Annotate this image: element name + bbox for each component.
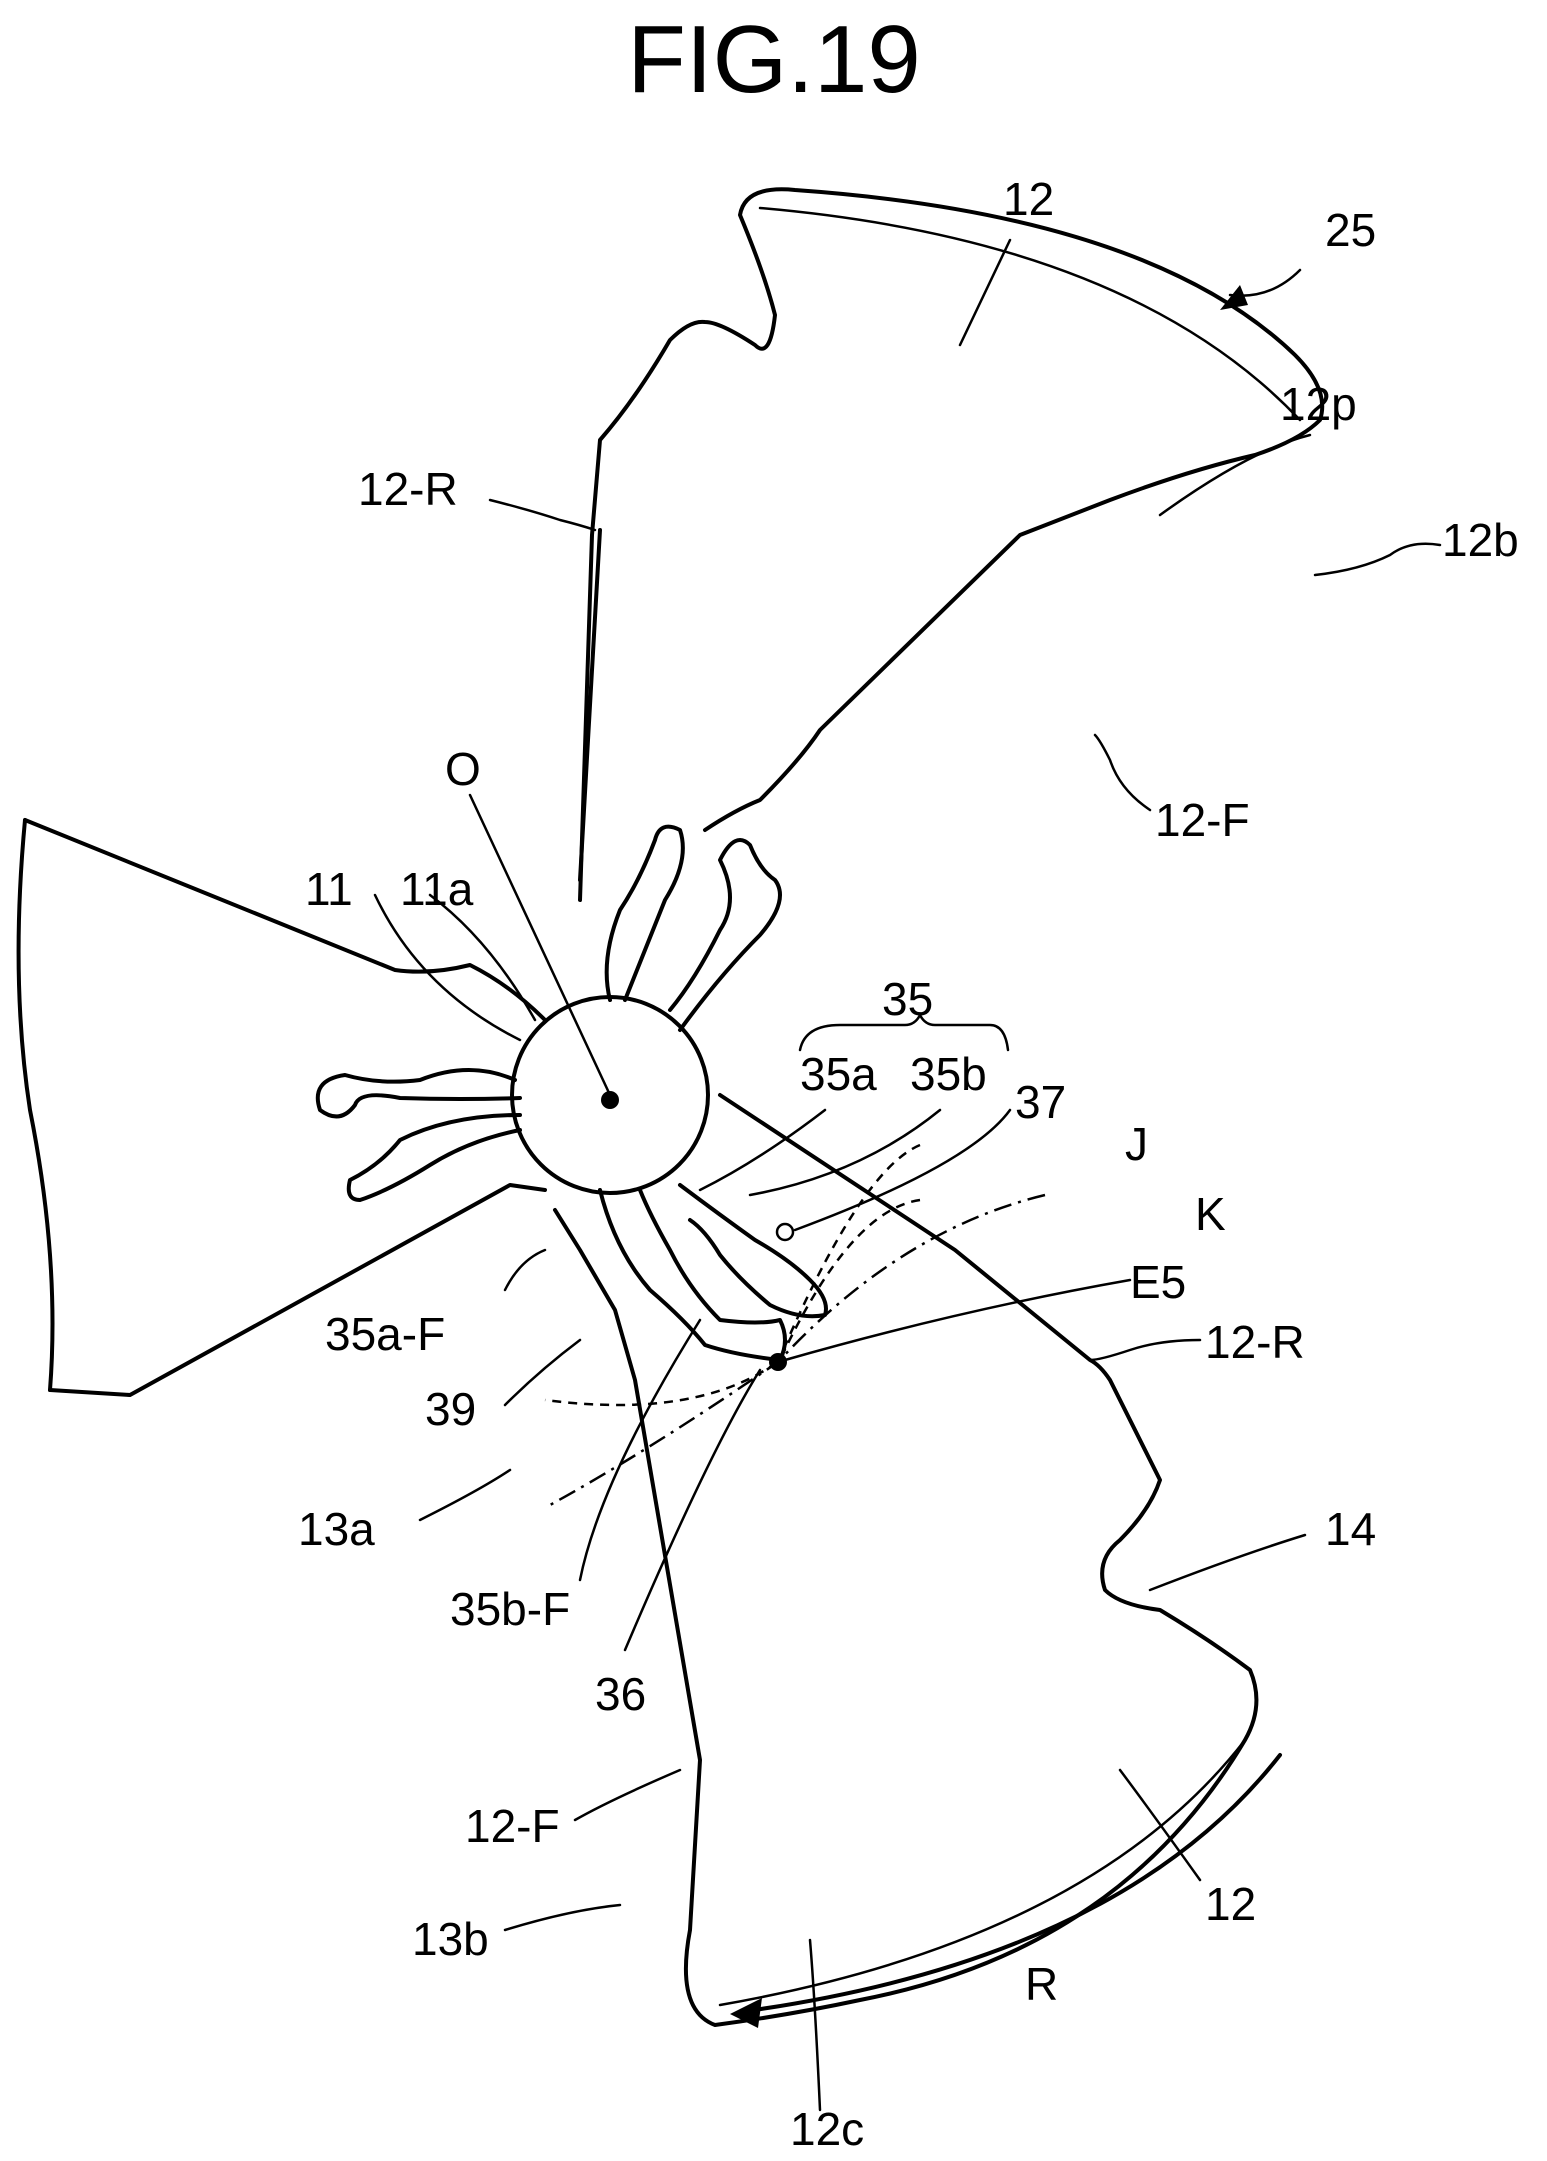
rotation-arrow-arc — [740, 1755, 1280, 2012]
label-12R-right: 12-R — [1205, 1316, 1305, 1368]
leader-13b — [505, 1905, 620, 1930]
label-11a: 11a — [400, 863, 474, 915]
blade-upper-right-edge — [760, 208, 1300, 420]
reference-labels: 25 12 12p 12b 12-R 12-F O 11 11a 35 35a … — [298, 173, 1519, 2155]
leader-14 — [1150, 1535, 1305, 1590]
label-36: 36 — [595, 1668, 646, 1720]
label-12F-bottom: 12-F — [465, 1800, 560, 1852]
leader-12b — [1315, 544, 1440, 575]
label-35a: 35a — [800, 1048, 877, 1100]
leader-35aF — [505, 1250, 545, 1290]
figure-title: FIG.19 — [627, 6, 920, 113]
leader-12-bottom — [1120, 1770, 1200, 1880]
hole-37 — [777, 1224, 793, 1240]
curve-j — [545, 1200, 920, 1405]
blade-left-outline — [25, 820, 545, 1020]
leader-35bF — [580, 1320, 700, 1580]
label-12R-top: 12-R — [358, 463, 458, 515]
label-O: O — [445, 743, 481, 795]
label-39: 39 — [425, 1383, 476, 1435]
label-25: 25 — [1325, 204, 1376, 256]
rib-35b — [680, 1185, 826, 1316]
leader-12c — [810, 1940, 820, 2110]
leader-13a — [420, 1470, 510, 1520]
label-12c: 12c — [790, 2103, 864, 2155]
leader-12R-top — [490, 500, 595, 530]
label-11: 11 — [305, 863, 353, 915]
label-K: K — [1195, 1188, 1226, 1240]
leader-37 — [795, 1110, 1010, 1230]
label-12p: 12p — [1280, 378, 1357, 430]
label-J: J — [1125, 1118, 1148, 1170]
label-35b: 35b — [910, 1048, 987, 1100]
label-14: 14 — [1325, 1503, 1376, 1555]
label-35aF: 35a-F — [325, 1308, 445, 1360]
label-12-top: 12 — [1003, 173, 1054, 225]
label-13a: 13a — [298, 1503, 375, 1555]
label-35: 35 — [882, 973, 933, 1025]
leader-35b — [750, 1110, 940, 1195]
ribs-left — [318, 1070, 520, 1200]
rib-left-1 — [318, 1070, 520, 1116]
rib-upper-2 — [670, 840, 780, 1030]
leader-12-top — [960, 240, 1010, 345]
label-12b: 12b — [1442, 514, 1519, 566]
ribs-lower — [600, 1185, 826, 1360]
label-12F-right: 12-F — [1155, 794, 1250, 846]
label-13b: 13b — [412, 1913, 489, 1965]
rib-left-2 — [349, 1115, 520, 1200]
leader-12F-right — [1095, 735, 1150, 810]
label-R: R — [1025, 1958, 1058, 2010]
leader-12F-bottom — [575, 1770, 680, 1820]
blade-left-lower-outline — [50, 1185, 545, 1395]
leader-12R-right — [1090, 1340, 1200, 1360]
label-35bF: 35b-F — [450, 1583, 570, 1635]
label-E5: E5 — [1130, 1256, 1186, 1308]
label-37: 37 — [1015, 1076, 1066, 1128]
rib-upper-1 — [607, 827, 683, 1000]
leader-25-arrow — [1220, 285, 1248, 310]
label-12-bottom: 12 — [1205, 1878, 1256, 1930]
blade-left-tip — [19, 820, 53, 1390]
rib-35a — [600, 1190, 785, 1360]
leader-39 — [505, 1340, 580, 1405]
